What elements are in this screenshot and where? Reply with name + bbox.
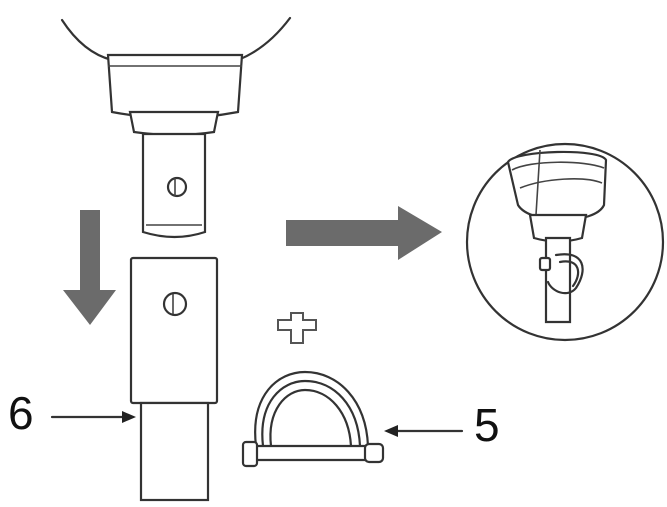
pointer-arrow-5 xyxy=(384,425,464,437)
tube-part-6 xyxy=(139,401,210,502)
pointer-arrow-6 xyxy=(50,411,136,423)
hanging-cord xyxy=(60,16,292,62)
lynch-pin-part-5 xyxy=(241,370,385,468)
right-arrow-icon xyxy=(286,206,442,260)
lower-sleeve xyxy=(129,256,219,405)
plus-icon xyxy=(277,312,317,344)
detail-zoom-circle xyxy=(465,142,665,342)
down-arrow-icon xyxy=(63,210,116,325)
callout-label-6: 6 xyxy=(8,387,34,439)
callout-label-5: 5 xyxy=(474,399,500,451)
upper-shaft xyxy=(141,132,207,239)
top-hub xyxy=(106,53,244,137)
